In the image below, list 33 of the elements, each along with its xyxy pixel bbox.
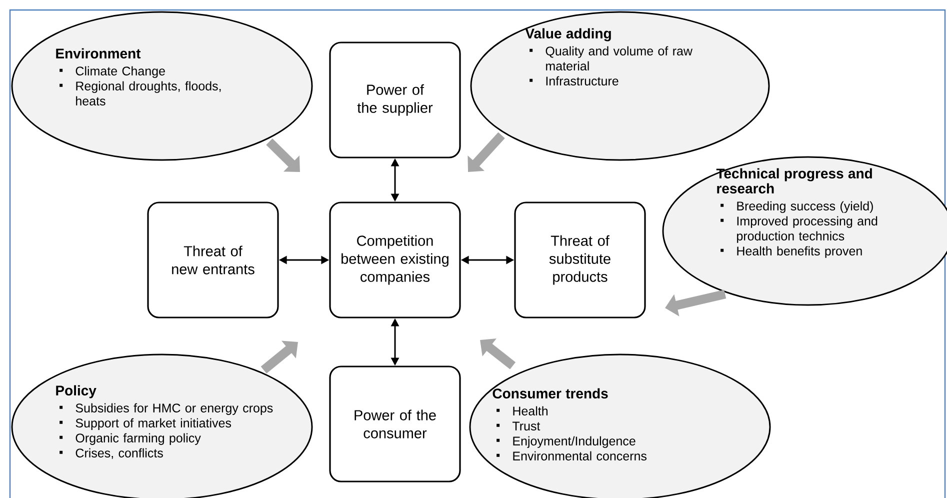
- arrow: [260, 340, 298, 374]
- process-box: Threat of new entrants: [147, 202, 279, 318]
- arrow: [266, 138, 300, 172]
- bullet-item: Environmental concerns: [496, 451, 647, 460]
- bullet-item: Organic farming policy: [60, 433, 201, 445]
- process-box: Power of the consumer: [329, 366, 461, 482]
- ellipse-heading: Technical progress and research: [716, 168, 872, 194]
- bullet-item: Support of market initiatives: [60, 418, 232, 430]
- ellipse-heading: Value adding: [525, 28, 611, 42]
- bullet-item: Regional droughts, floods, heats: [60, 81, 221, 106]
- bullet-item: Subsidies for HMC or energy crops: [60, 403, 273, 415]
- bullet-item: Breeding success (yield): [720, 201, 873, 213]
- bullet-item: Climate Change: [60, 66, 165, 78]
- ellipse-heading: Environment: [56, 48, 141, 58]
- bullet-item: Health benefits proven: [720, 246, 862, 258]
- ellipse-heading: Policy: [56, 385, 96, 398]
- process-box: Threat of substitute products: [514, 202, 646, 318]
- process-box: Power of the supplier: [329, 42, 461, 158]
- bullet-item: Improved processing and production technics: [720, 216, 878, 243]
- factor-ellipse: [469, 354, 771, 498]
- process-box: Competition between existing companies: [329, 202, 461, 318]
- factor-ellipse: [662, 156, 947, 306]
- bullet-item: Enjoyment/Indulgence: [496, 436, 636, 448]
- bullet-item: Quality and volume of raw material: [530, 46, 692, 70]
- ellipse-heading: Consumer trends: [492, 388, 608, 398]
- bullet-item: Infrastructure: [530, 76, 618, 86]
- bullet-item: Trust: [496, 422, 540, 430]
- bullet-item: Health: [496, 406, 548, 416]
- factor-ellipse: [470, 11, 770, 161]
- factor-ellipse: [11, 354, 313, 498]
- bullet-item: Crises, conflicts: [60, 448, 163, 459]
- factor-ellipse: [11, 11, 313, 161]
- arrow: [468, 132, 505, 172]
